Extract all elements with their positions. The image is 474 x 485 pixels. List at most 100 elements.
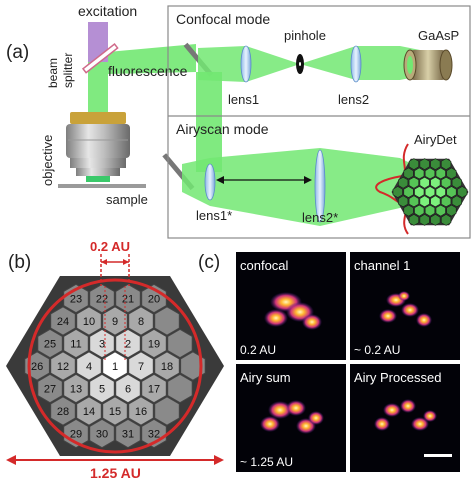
- hex-cell-number: 9: [112, 316, 118, 328]
- hex-cell-number: 26: [31, 361, 43, 373]
- airydet-cell: [457, 186, 468, 198]
- airydet-cell: [451, 195, 462, 208]
- hex-cell-number: 4: [86, 361, 92, 373]
- splitter-label: splitter: [61, 53, 75, 88]
- hex-cell: [89, 418, 115, 449]
- hex-cell: [102, 351, 128, 381]
- airydet-cell: [446, 167, 457, 180]
- airydet-cell: [403, 186, 414, 198]
- airydet-cell: [403, 204, 414, 217]
- svg-text:confocal: confocal: [240, 258, 289, 273]
- hex-cell-number: 31: [122, 429, 134, 441]
- airydet-cell: [435, 204, 446, 217]
- hex-cell: [115, 328, 141, 359]
- airydet-cell: [414, 204, 425, 217]
- hex-cell-number: 1: [112, 361, 118, 373]
- hex-cell-number: 28: [57, 406, 69, 418]
- svg-text:~ 1.25 AU: ~ 1.25 AU: [240, 455, 293, 469]
- airydet-cell: [446, 186, 457, 198]
- hex-cell-number: 7: [138, 361, 144, 373]
- fluorescence-label: fluorescence: [108, 63, 188, 79]
- hex-cell: [128, 351, 154, 381]
- svg-text:~ 0.2 AU: ~ 0.2 AU: [354, 343, 400, 357]
- panel-c-label: (c): [198, 252, 220, 273]
- airydet-cell: [435, 186, 446, 198]
- hex-cell-number: 21: [122, 294, 134, 306]
- airydet-array: [391, 158, 469, 226]
- excitation-beam: [88, 22, 108, 62]
- hex-cell-number: 15: [109, 406, 121, 418]
- hex-cell: [76, 351, 102, 381]
- hex-cell-number: 29: [70, 429, 82, 441]
- objective-lens: [66, 112, 130, 182]
- hex-cell-number: 11: [70, 339, 81, 351]
- airydet-cell: [424, 204, 436, 217]
- hex-cell: [63, 328, 89, 359]
- panel-c: (c) confocal 0.2 AU channel 1 ~ 0.2 AU: [198, 252, 460, 472]
- airydet-cell: [398, 195, 409, 208]
- hex-cell: [102, 306, 128, 336]
- airydet-cell: [408, 158, 420, 170]
- image-airy-processed: Airy Processed: [350, 364, 460, 472]
- hex-cell: [115, 283, 141, 314]
- hex-cell-number: 25: [44, 339, 56, 351]
- hex-cell: [141, 328, 167, 359]
- hex-cell-number: 17: [148, 384, 160, 396]
- beam-splitter: [81, 43, 119, 74]
- image-airy-sum: Airy sum ~ 1.25 AU: [236, 364, 346, 472]
- airydet-cell: [424, 167, 436, 180]
- airydet-cell: [403, 167, 414, 180]
- hex-cell-number: 18: [161, 361, 173, 373]
- hex-cell: [89, 373, 115, 404]
- hex-cell: [115, 418, 141, 449]
- hex-cell-number: 27: [44, 384, 56, 396]
- hex-cell: [154, 351, 180, 381]
- hex-cell: [50, 396, 76, 426]
- hex-cell-number: 8: [138, 316, 144, 328]
- hex-cell-number: 30: [96, 429, 108, 441]
- airydet-cell: [398, 176, 409, 189]
- airydet-cell: [440, 195, 452, 208]
- gaasp-detector: [403, 49, 453, 81]
- airydet-cell: [430, 195, 441, 208]
- hex-cell: [76, 306, 102, 336]
- airydet-cell: [430, 158, 441, 170]
- hex-cell-number: 24: [57, 316, 69, 328]
- airydet-cell: [419, 195, 430, 208]
- hex-cell: [141, 373, 167, 404]
- hex-cell: [89, 283, 115, 314]
- lens1-star-label: lens1*: [196, 208, 232, 223]
- airyscan-beam: [182, 148, 420, 226]
- hex-cell: [167, 373, 193, 404]
- mode-box: [167, 5, 471, 239]
- hex-cell: [154, 396, 180, 426]
- airydet-cell: [408, 195, 420, 208]
- gaasp-label: GaAsP: [418, 28, 459, 43]
- svg-text:Airy sum: Airy sum: [240, 370, 291, 385]
- image-channel-1: channel 1 ~ 0.2 AU: [350, 252, 460, 360]
- hex-cell-number: 5: [99, 384, 105, 396]
- lens1-star: [204, 163, 216, 201]
- airyscan-title: Airyscan mode: [176, 121, 269, 137]
- hex-cell-number: 20: [148, 294, 160, 306]
- panel-b-label: (b): [8, 252, 31, 273]
- airydet-cell: [424, 186, 436, 198]
- sample-label: sample: [106, 192, 148, 207]
- airydet-cell: [414, 186, 425, 198]
- hex-cell: [50, 306, 76, 336]
- lens1-label: lens1: [228, 92, 259, 107]
- excitation-label: excitation: [78, 3, 137, 19]
- airydet-cell: [414, 167, 425, 180]
- hex-cell: [102, 396, 128, 426]
- beam-label: beam: [46, 58, 60, 88]
- lens2-label: lens2: [338, 92, 369, 107]
- hex-cell: [50, 351, 76, 381]
- hex-cell: [128, 306, 154, 336]
- airydet-cell: [440, 176, 452, 189]
- hex-cell-number: 13: [70, 384, 82, 396]
- hex-cell-number: 3: [99, 339, 105, 351]
- lens2-confocal: [350, 45, 362, 83]
- hex-cell: [37, 328, 63, 359]
